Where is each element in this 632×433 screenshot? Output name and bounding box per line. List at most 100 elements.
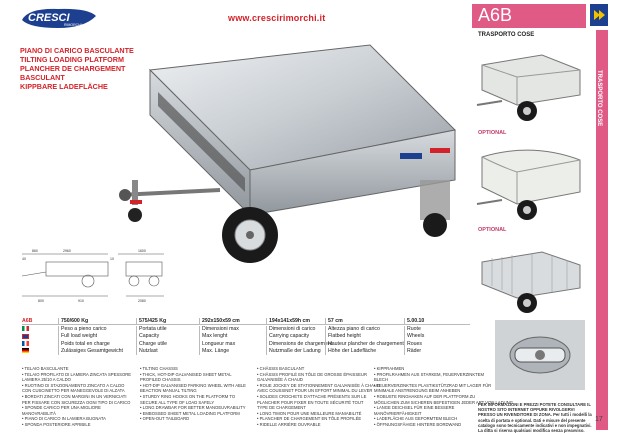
feature-line: PLANCHER POUR FIXER EN TOUTE SÉCURITÉ TO…	[257, 399, 364, 405]
spec-label: Max lenght	[202, 333, 228, 340]
model-subtitle: TRASPORTO COSE	[478, 32, 535, 38]
spec-label: Hauteur plancher de chargement	[328, 340, 404, 347]
flag-italy-icon	[22, 326, 29, 332]
headline-line: TILTING LOADING PLATFORM	[20, 55, 124, 64]
flag-uk-icon	[22, 333, 29, 339]
feature-line: • LONG TIMON POUR UNE MEILLEURE MANIABIL…	[257, 410, 362, 416]
spec-value: 575/425 Kg	[136, 318, 199, 324]
feature-line: • OPEN-OUT TAILBOARD	[140, 416, 190, 422]
spec-label: Full load weight	[61, 333, 98, 340]
hinge-detail-image	[495, 320, 585, 390]
headline-line: KIPPBARE LADEFLÄCHE	[20, 82, 108, 91]
model-code: A6B	[478, 5, 513, 25]
feature-line: PROFILED CHASSIS	[140, 377, 181, 383]
spec-label: Poids total en charge	[61, 340, 110, 347]
sidebar-label: TRASPORTO COSE	[596, 70, 602, 127]
feature-line: • THICK, HOT-DIP GALVANISED SHEET METAL	[140, 371, 232, 377]
spec-label: Dimensioni max	[202, 326, 239, 332]
svg-text:RIMORCHI: RIMORCHI	[64, 23, 82, 27]
info-note: PER INFORMAZIONI E PREZZI POTETE CONSULT…	[478, 402, 592, 433]
spec-label: Portata utile	[139, 326, 167, 332]
feature-line: • SOLIDES CROCHETS D'ATTACHE PRÉSENTS SU…	[257, 393, 367, 399]
feature-line: SECURE ALL TYPE OF LOAD SAFELY	[140, 399, 215, 405]
trailer-hoop-cover-image	[476, 149, 581, 220]
feature-line: • PROFILRAHMEN AUS STARKEM, FEUERVERZINK…	[374, 371, 484, 377]
spec-label: Nutzmaße der Ladung	[269, 348, 321, 355]
feature-line: BEACTION MANUAL TILTING	[140, 388, 197, 394]
feature-line: • RIDELLE ARRIÈRE OUVRABLE	[257, 421, 321, 427]
feature-line: • TELAIO BASCULANTE	[22, 366, 69, 371]
feature-line: • TILTING CHASSIS	[140, 366, 178, 371]
feature-line: • LADEFLÄCHE AUS GEFORMTEM BLECH	[374, 416, 458, 422]
dim-label: 10	[110, 257, 114, 261]
spec-label: Zulässiges Gesamtgewicht	[61, 348, 123, 355]
headline-line: PLANCHER DE CHARGEMENT	[20, 64, 126, 73]
feature-line: • FEUERVERZINKTES PLASTIKSTÜTZRAD MIT LA…	[374, 382, 492, 388]
feature-line: • LANGE DEICHSEL FÜR EINE BESSERE	[374, 405, 455, 411]
spec-label: Roues	[407, 340, 422, 347]
optional-label: OPTIONAL	[478, 130, 507, 136]
spec-label: Max. Länge	[202, 348, 230, 355]
feature-line: • CHÂSSIS BASCULANT	[257, 366, 305, 371]
feature-line: BLECH	[374, 377, 388, 383]
features-french: • CHÂSSIS BASCULANT • CHÂSSIS PROFILÉ EN…	[257, 366, 380, 428]
spec-label-group: Ruote Wheels Roues Räder	[404, 326, 447, 356]
feature-line: CON CUSCINETTO PER MANEGGEVOLE DI ALZATA	[22, 388, 125, 394]
model-title-bar: A6B	[472, 4, 586, 28]
svg-text:CRESCI: CRESCI	[28, 12, 71, 24]
spec-label-group: Altezza piano di carico Flatbed height H…	[325, 326, 404, 356]
feature-line: MÖGLICHEN ZUM SICHEREN BEFESTIGEN JEDER …	[374, 399, 513, 405]
spec-label: Räder	[407, 348, 422, 355]
dim-label: 1600	[138, 249, 146, 253]
spec-model: A6B	[22, 318, 33, 324]
spec-label-group: Portata utile Capacity Charge utile Nutz…	[136, 326, 199, 356]
spec-label: Dimensions de chargement	[269, 340, 333, 347]
dim-label: 800	[38, 299, 44, 303]
feature-line: TYPE DE CHARGEMENT	[257, 405, 306, 411]
feature-line: • RUOTINO DI STAZIONAMENTO ZINCATO A CAL…	[22, 382, 125, 388]
feature-line: • TELAIO PROFILATO DI LAMIERA ZINCATA SP…	[22, 371, 132, 377]
website-link[interactable]: www.crescirimorchi.it	[228, 13, 326, 23]
feature-line: • CHÂSSIS PROFILÉ EN TÔLE DE GROSSE ÉPAI…	[257, 371, 367, 377]
arrow-flag-icon	[590, 4, 608, 26]
headline-line: PIANO DI CARICO BASCULANTE	[20, 46, 134, 55]
optional-label: OPTIONAL	[478, 227, 507, 233]
feature-line: • SPONDE CARICO PER UNA MIGLIORE	[22, 405, 101, 411]
spec-label: Capacity	[139, 333, 160, 340]
language-flags	[22, 326, 58, 355]
feature-line: GALVANISÉE À CHAUD	[257, 377, 303, 383]
dim-label: 40	[22, 257, 26, 261]
spec-label-group: Dimensioni di carico Carrying capacity D…	[266, 326, 333, 356]
headline-line: BASCULANT	[20, 73, 65, 82]
feature-line: MANOVRABILITÀ	[22, 410, 56, 416]
feature-line: LAMIERA 25/10 A CALDO	[22, 377, 71, 383]
spec-label: Altezza piano di carico	[328, 326, 380, 332]
spec-labels-row: Peso a pieno carico Full load weight Poi…	[22, 326, 470, 356]
spec-value: 750/600 Kg	[58, 318, 136, 324]
feature-line: AVEC COUSSINET POUR UN EFFORT MINIMAL DU…	[257, 388, 373, 394]
feature-line: • BORDATI ZINCATI CON MARGINI IN UN VERN…	[22, 393, 127, 399]
feature-line: • PLANCHER DE CHARGEMENT EN TÔLE PROFILÉ…	[257, 416, 362, 422]
spec-table: A6B 750/600 Kg 575/425 Kg 292x150x59 cm …	[22, 318, 470, 356]
spec-label: Carrying capacity	[269, 333, 310, 340]
spec-value: 194x141x59h cm	[266, 318, 325, 324]
trailer-cover-image	[476, 54, 581, 121]
spec-label-group: Peso a pieno carico Full load weight Poi…	[58, 326, 136, 356]
spec-label-group: Dimensioni max Max lenght Longueur max M…	[199, 326, 266, 356]
spec-label: Charge utile	[139, 340, 167, 347]
spec-label: Wheels	[407, 333, 425, 340]
feature-line: • KIPPRAHMEN	[374, 366, 405, 371]
spec-label: Höhe der Ladefläche	[328, 348, 377, 355]
feature-line: • LONG DRAWBAR FOR BETTER MANOEUVRABILIT…	[140, 405, 246, 411]
technical-drawing: 40 860 2960 10 1600 2080 800 910	[21, 249, 164, 303]
feature-line: • SPONDA POSTERIORE APRIBILE	[22, 421, 91, 427]
spec-label: Nutzlast	[139, 348, 158, 355]
dim-label: 910	[78, 299, 84, 303]
feature-line: MINIMALE ANSTRENGUNG BEIM ANHEBEN	[374, 388, 461, 394]
brand-logo: CRESCI RIMORCHI	[22, 8, 96, 28]
spec-label: Dimensioni di carico	[269, 326, 316, 332]
trailer-mesh-sides-image	[481, 251, 581, 313]
spec-value: 57 cm	[325, 318, 404, 324]
spec-label: Peso a pieno carico	[61, 326, 107, 332]
feature-line: • STURDY RING HOOKS ON THE PLATFORM TO	[140, 393, 236, 399]
